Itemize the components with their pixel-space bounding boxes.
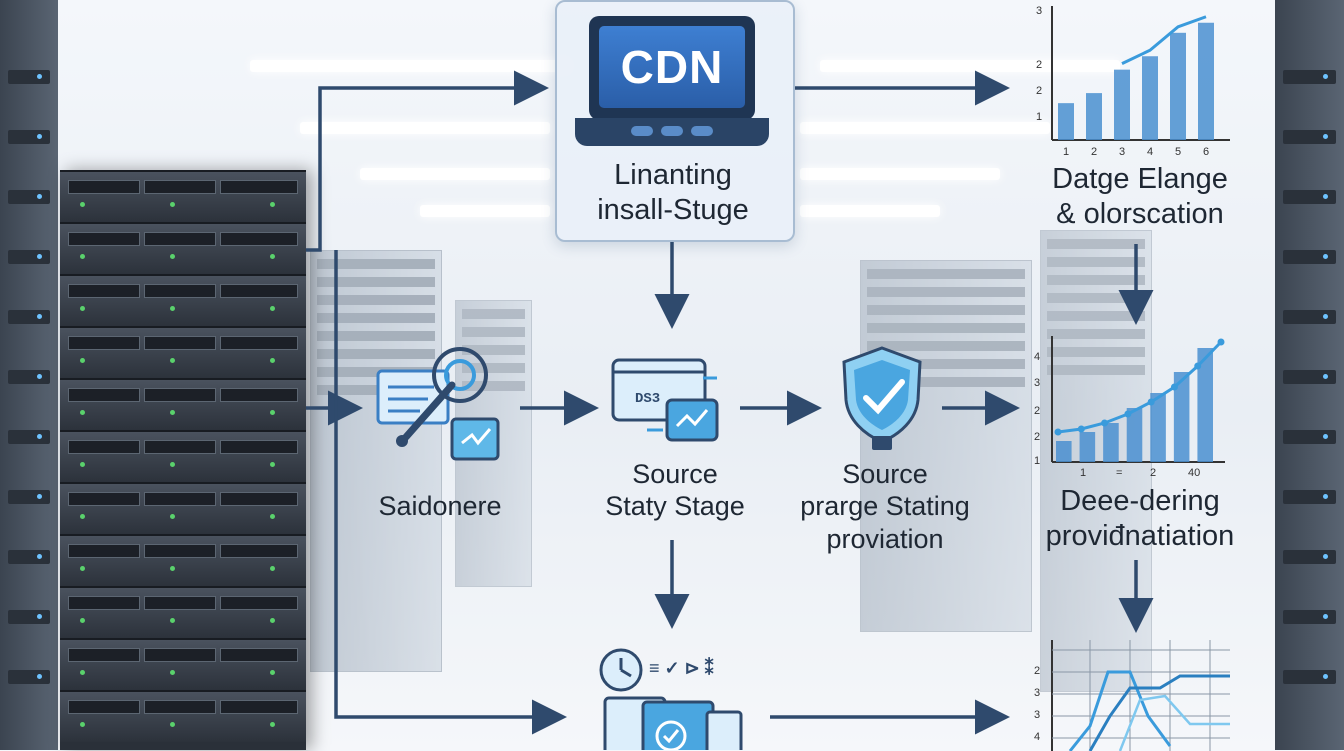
ceiling-light	[420, 205, 550, 217]
satellite-document-icon	[376, 347, 500, 461]
svg-text:DS3: DS3	[635, 391, 660, 407]
chart-trend-point	[1170, 383, 1178, 391]
arrow-rack-bottom	[334, 250, 567, 735]
chart-x-tick-label: 3	[1119, 146, 1125, 158]
chart-bar	[1142, 56, 1158, 140]
chart-bar	[1079, 432, 1096, 462]
chart-y-tick-label: 1	[1034, 455, 1040, 467]
chart-trend-point	[1147, 398, 1155, 406]
source-prarge-label: Source prarge Stating proviation	[800, 459, 970, 554]
chart-y-tick-label: 4	[1034, 731, 1040, 743]
chart-x-tick-label: 1	[1080, 467, 1086, 479]
left-edge-rack	[0, 0, 58, 750]
server-unit	[60, 222, 306, 274]
svg-text:≡ ✓ ⊳ ⁑: ≡ ✓ ⊳ ⁑	[649, 657, 714, 678]
chart-bar	[1170, 32, 1186, 140]
laptop-icon: CDN	[589, 16, 755, 120]
chart-bar	[1173, 372, 1190, 462]
deee-dering-label: Deee-dering proviđnatiation	[1045, 485, 1235, 552]
chart-y-tick-label: 2	[1034, 431, 1040, 443]
chart-x-tick-label: 2	[1091, 146, 1097, 158]
chart-x-tick-label: 6	[1203, 146, 1209, 158]
chart-line-series	[1088, 674, 1230, 751]
laptop-keyboard	[575, 118, 769, 146]
chart-y-tick-label: 2	[1034, 665, 1040, 677]
chart-bar	[1056, 441, 1072, 462]
chart-trend-point	[1194, 362, 1202, 370]
chart-y-tick-label: 2	[1034, 405, 1040, 417]
server-unit	[60, 534, 306, 586]
chart-y-tick-label: 3	[1034, 687, 1040, 699]
chart-x-tick-label: 40	[1188, 467, 1200, 479]
chart-bar	[1198, 22, 1214, 140]
ceiling-light	[360, 168, 550, 180]
arrow-rack-to-cdn	[306, 70, 549, 252]
server-unit	[60, 170, 306, 222]
chart-y-tick-label: 2	[1036, 85, 1042, 97]
server-unit	[60, 430, 306, 482]
chart-bar	[1058, 103, 1074, 140]
chart-bar	[1103, 423, 1119, 462]
chart-y-tick-label: 2	[1036, 59, 1042, 71]
chart-x-tick-label: 2	[1150, 467, 1156, 479]
saidonere-label: Saidonere	[378, 491, 502, 521]
chart-line-series	[1118, 694, 1230, 751]
chart-y-tick-label: 3	[1034, 377, 1040, 389]
server-unit	[60, 326, 306, 378]
code-window-icon: DS3	[611, 358, 719, 442]
ceiling-light	[820, 60, 1120, 72]
ceiling-light	[300, 122, 550, 134]
right-edge-rack	[1275, 0, 1344, 750]
background-rack	[310, 250, 442, 672]
chart-trend-line	[1057, 340, 1223, 434]
cdn-screen-label: CDN	[620, 41, 724, 93]
chart-y-tick-label: 3	[1036, 5, 1042, 17]
chart-trend-point	[1077, 425, 1085, 433]
ceiling-light	[800, 122, 1050, 134]
chart-bar	[1197, 348, 1213, 462]
clock-documents-icon: ≡ ✓ ⊳ ⁑	[599, 648, 743, 750]
chart-line-series	[1068, 670, 1172, 751]
chart-trend-point	[1217, 338, 1225, 346]
server-unit	[60, 274, 306, 326]
source-staty-stage-label: Source Staty Stage	[605, 459, 745, 522]
cdn-stage-label: Linanting insall-Stuge	[597, 159, 749, 226]
chart-trend-line	[1121, 15, 1207, 66]
server-rack	[60, 170, 306, 750]
chart-y-tick-label: 4	[1034, 351, 1040, 363]
chart-y-tick-label: 1	[1036, 111, 1042, 123]
datge-elange-label: Datge Elange & olorscation	[1052, 163, 1228, 230]
cdn-stage-node: CDN	[555, 0, 795, 242]
chart-trend-point	[1054, 428, 1062, 436]
server-unit	[60, 690, 306, 742]
server-unit	[60, 586, 306, 638]
shield-check-icon	[842, 346, 922, 450]
chart-y-tick-label: 3	[1034, 709, 1040, 721]
chart-trend-point	[1124, 410, 1132, 418]
chart-bar	[1126, 408, 1143, 462]
chart-trend-point	[1101, 419, 1109, 427]
chart-x-tick-label: =	[1116, 467, 1122, 479]
growth-bar-chart-top: 1 2 2 3 1 2 3 4 5 6	[1036, 5, 1230, 158]
chart-bar	[1150, 393, 1166, 462]
chart-bar	[1114, 69, 1130, 140]
chart-x-tick-label: 1	[1063, 146, 1069, 158]
server-unit	[60, 482, 306, 534]
growth-bar-chart-middle: 1 2 2 3 4 1 = 2 40	[1034, 336, 1225, 479]
ceiling-light	[800, 168, 1000, 180]
line-chart-bottom: 2 3 3 4	[1034, 640, 1230, 751]
ceiling-light	[800, 205, 940, 217]
server-unit	[60, 638, 306, 690]
chart-x-tick-label: 4	[1147, 146, 1153, 158]
chart-x-tick-label: 5	[1175, 146, 1181, 158]
server-unit	[60, 378, 306, 430]
ceiling-light	[250, 60, 570, 72]
chart-bar	[1086, 93, 1102, 140]
